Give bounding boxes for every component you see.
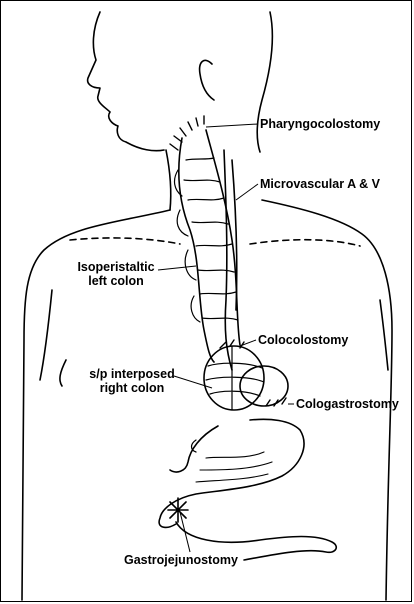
- armpit-left: [60, 360, 66, 386]
- label-isoperistaltic-line1: Isoperistaltic: [66, 260, 166, 274]
- neck-front: [166, 150, 171, 210]
- back-of-head: [257, 12, 272, 152]
- vessel-artery: [224, 150, 232, 370]
- label-interposed-line2: right colon: [82, 381, 182, 395]
- leader-colocolostomy: [240, 340, 256, 346]
- ear-outline: [200, 60, 214, 100]
- vessel-vein: [232, 160, 237, 310]
- colon-left-wall: [179, 138, 214, 362]
- label-gastrojejunostomy: Gastrojejunostomy: [124, 553, 238, 567]
- pharyngeal-stitches: [170, 116, 204, 150]
- left-arm-line: [40, 290, 52, 380]
- head-outline: [88, 12, 164, 151]
- leader-pharyngocolostomy: [206, 124, 258, 127]
- label-pharyngocolostomy: Pharyngocolostomy: [260, 117, 380, 131]
- colon-right-wall: [206, 130, 240, 345]
- label-cologastrostomy: Cologastrostomy: [296, 397, 399, 411]
- stomach-inner: [170, 426, 218, 472]
- gastrojejunostomy-star: [168, 498, 188, 522]
- label-colocolostomy: Colocolostomy: [258, 333, 348, 347]
- leader-microvascular: [236, 184, 258, 200]
- label-interposed: s/p interposed right colon: [82, 367, 182, 395]
- label-interposed-line1: s/p interposed: [82, 367, 182, 381]
- label-isoperistaltic: Isoperistaltic left colon: [66, 260, 166, 288]
- right-arm-line: [380, 300, 388, 370]
- stomach-outline: [159, 419, 304, 527]
- label-isoperistaltic-line2: left colon: [66, 274, 166, 288]
- clavicle-right: [250, 240, 360, 246]
- clavicle-left: [70, 238, 180, 244]
- stomach-rugae: [196, 452, 272, 482]
- label-microvascular: Microvascular A & V: [260, 177, 380, 191]
